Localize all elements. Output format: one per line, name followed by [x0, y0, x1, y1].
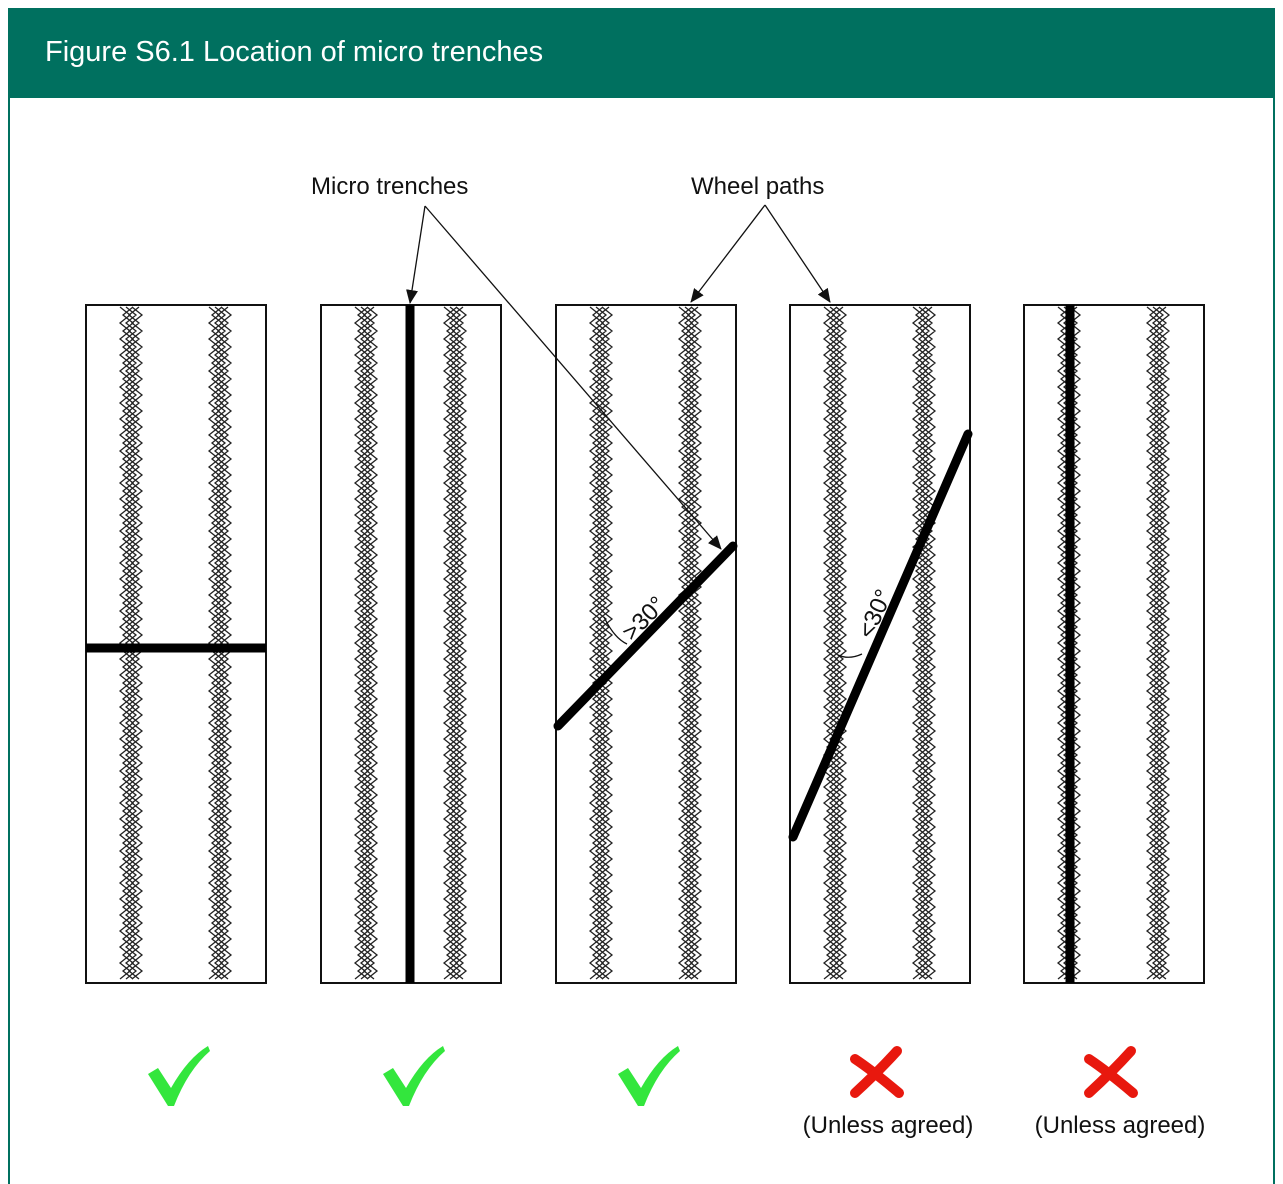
wheel-path-4-1 [822, 306, 848, 980]
note-unless-agreed-4: (Unless agreed) [803, 1112, 974, 1139]
road-panel-5 [1023, 304, 1205, 984]
road-panel-3 [555, 304, 737, 984]
check-icon [383, 1046, 445, 1106]
angle-arc-under-30 [837, 653, 863, 658]
angle-arc-over-30 [603, 616, 628, 645]
check-icon [618, 1046, 680, 1106]
arrow-micro-trenches-1 [406, 205, 426, 304]
arrow-wheel-paths-1 [690, 204, 766, 303]
arrow-wheel-paths-2 [764, 204, 831, 303]
wheel-path-1-1 [118, 306, 144, 980]
wheel-path-1-2 [207, 306, 233, 980]
arrow-micro-trenches-2 [424, 205, 722, 550]
trench-diagonal-under-30 [788, 429, 973, 842]
figure-header [8, 8, 1275, 98]
wheel-path-5-2 [1145, 306, 1171, 980]
wheel-path-4-2 [911, 306, 937, 980]
wheel-path-2-1 [353, 306, 379, 980]
cross-icon [1084, 1046, 1138, 1098]
check-icon [148, 1046, 210, 1106]
cross-icon [850, 1046, 904, 1098]
figure-title: Figure S6.1 Location of micro trenches [45, 36, 544, 68]
trench-diagonal-over-30 [553, 541, 738, 731]
label-wheel-paths: Wheel paths [691, 173, 824, 200]
wheel-path-2-2 [442, 306, 468, 980]
label-micro-trenches: Micro trenches [311, 173, 468, 200]
note-unless-agreed-5: (Unless agreed) [1035, 1112, 1206, 1139]
wheel-path-3-2 [677, 306, 703, 980]
